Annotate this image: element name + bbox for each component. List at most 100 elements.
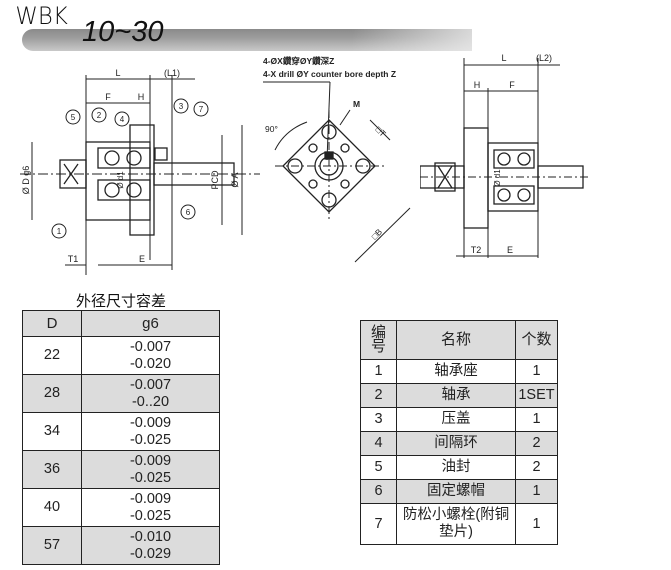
cell-qty: 2 — [515, 455, 558, 480]
dim-T2: T2 — [471, 245, 482, 255]
cell-number: 6 — [360, 479, 397, 504]
upper-tolerance: -0.009 — [129, 452, 172, 469]
lower-tolerance: -0.029 — [129, 545, 172, 562]
cell-number: 4 — [360, 431, 397, 456]
dimension-lines — [20, 75, 260, 275]
callout-4: 4 — [120, 115, 125, 124]
dim-M: M — [353, 99, 360, 109]
upper-tolerance: -0.007 — [129, 338, 172, 355]
callout-2: 2 — [97, 111, 102, 120]
dim-T: □T — [374, 124, 388, 138]
column-header-number: 编号 — [360, 320, 397, 360]
cell-qty: 1 — [515, 359, 558, 384]
cell-g6: -0.007-0.020 — [81, 336, 220, 375]
cell-name: 间隔环 — [396, 431, 516, 456]
dim-L2: (L2) — [536, 53, 552, 63]
dim-PCD: PCD — [210, 170, 220, 190]
table-row: 57 -0.010-0.029 — [22, 526, 220, 565]
table-row: 7 防松小螺栓(附铜垫片) 1 — [360, 503, 558, 545]
dim-L1: (L1) — [164, 68, 180, 78]
model-title: WBK — [15, 2, 68, 30]
column-header-qty: 个数 — [515, 320, 558, 360]
column-header-d: D — [22, 310, 82, 337]
upper-tolerance: -0.009 — [129, 490, 172, 507]
table-row: 22 -0.007-0.020 — [22, 336, 220, 375]
dim-F-2: F — [509, 80, 515, 90]
side-section-diagram: L (L1) F H PCD Ø A Ø D g6 Ø d1 T1 E 1 2 … — [20, 68, 260, 275]
table-row: 40 -0.009-0.025 — [22, 488, 220, 527]
housing-drawing — [59, 124, 235, 236]
table-row: 3 压盖 1 — [360, 407, 558, 432]
cell-d: 28 — [22, 374, 82, 413]
callout-3: 3 — [179, 102, 184, 111]
front-view-diagram: 4-ØX鑽穿ØY鑽深Z 4-X drill ØY counter bore de… — [263, 56, 411, 263]
model-range: 10~30 — [82, 16, 164, 48]
cell-name: 防松小螺栓(附铜垫片) — [396, 503, 516, 545]
title-banner — [22, 29, 472, 51]
cell-name: 油封 — [396, 455, 516, 480]
hole-note-cn: 4-ØX鑽穿ØY鑽深Z — [263, 56, 334, 66]
tolerance-caption: 外径尺寸容差 — [75, 293, 166, 310]
housing-drawing-2 — [420, 127, 584, 229]
callout-6: 6 — [186, 208, 191, 217]
dim-L-2: L — [501, 53, 506, 63]
table-row: 5 油封 2 — [360, 455, 558, 480]
cell-number: 7 — [360, 503, 397, 545]
column-header-name: 名称 — [396, 320, 516, 360]
dim-d1-2: Ø d1 — [493, 169, 502, 187]
cell-name: 轴承 — [396, 383, 516, 408]
table-header-row: D g6 — [22, 310, 220, 337]
upper-tolerance: -0.009 — [129, 414, 172, 431]
cell-d: 34 — [22, 412, 82, 451]
cell-number: 3 — [360, 407, 397, 432]
table-row: 28 -0.007-0..20 — [22, 374, 220, 413]
lower-tolerance: -0.025 — [129, 469, 172, 486]
cell-g6: -0.009-0.025 — [81, 412, 220, 451]
upper-tolerance: -0.007 — [129, 376, 172, 393]
cell-d: 57 — [22, 526, 82, 565]
callout-1: 1 — [57, 227, 62, 236]
dim-L: L — [115, 68, 120, 78]
cell-qty: 1 — [515, 479, 558, 504]
lower-tolerance: -0.020 — [129, 355, 172, 372]
cell-name: 轴承座 — [396, 359, 516, 384]
dim-E: E — [139, 254, 145, 264]
column-header-g6: g6 — [81, 310, 220, 337]
table-row: 6 固定螺帽 1 — [360, 479, 558, 504]
dim-D-g6: Ø D g6 — [21, 166, 31, 195]
dim-B: □B — [369, 226, 384, 241]
table-row: 36 -0.009-0.025 — [22, 450, 220, 489]
cell-d: 40 — [22, 488, 82, 527]
cell-number: 2 — [360, 383, 397, 408]
lower-tolerance: -0..20 — [131, 393, 170, 410]
callout-7: 7 — [199, 105, 204, 114]
dim-H-2: H — [474, 80, 481, 90]
table-header-row: 编号 名称 个数 — [360, 320, 558, 360]
cell-qty: 1 — [515, 503, 558, 545]
cell-g6: -0.010-0.029 — [81, 526, 220, 565]
lower-tolerance: -0.025 — [129, 507, 172, 524]
table-row: 1 轴承座 1 — [360, 359, 558, 384]
hole-note-en: 4-X drill ØY counter bore depth Z — [263, 69, 396, 79]
table-row: 34 -0.009-0.025 — [22, 412, 220, 451]
cell-name: 固定螺帽 — [396, 479, 516, 504]
lower-tolerance: -0.025 — [129, 431, 172, 448]
cell-d: 22 — [22, 336, 82, 375]
cell-number: 5 — [360, 455, 397, 480]
dim-F: F — [105, 92, 111, 102]
cell-number: 1 — [360, 359, 397, 384]
cell-g6: -0.009-0.025 — [81, 450, 220, 489]
side-view-diagram-2: L (L2) H F Ø d1 T2 E — [420, 53, 590, 258]
callout-5: 5 — [71, 113, 76, 122]
dim-A: Ø A — [230, 172, 240, 187]
dim-E-2: E — [507, 245, 513, 255]
cell-qty: 1 — [515, 407, 558, 432]
callout-circles — [51, 98, 209, 239]
upper-tolerance: -0.010 — [129, 528, 172, 545]
dim-T1: T1 — [68, 254, 79, 264]
cell-qty: 2 — [515, 431, 558, 456]
cell-g6: -0.007-0..20 — [81, 374, 220, 413]
